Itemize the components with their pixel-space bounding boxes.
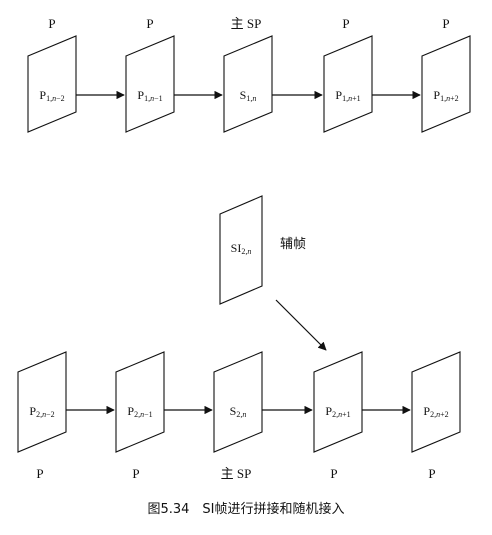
frame-label: P2,n−2 (29, 404, 54, 419)
frame-type-label: P (342, 16, 349, 31)
aux-frame-label: 辅帧 (280, 237, 306, 252)
frame-label: S1,n (240, 88, 257, 103)
frame-label: P1,n−2 (39, 88, 64, 103)
figure-caption: 图5.34 SI帧进行拼接和随机接入 (147, 501, 344, 517)
row-2: P2,n−2 P P2,n−1 P S2,n 主 SP P2,n+1 P P2,… (17, 351, 461, 481)
frame-type-label: 主 SP (221, 466, 252, 481)
frame-label: P1,n+1 (335, 88, 360, 103)
frame-parallelogram (421, 35, 471, 133)
frame-type-label: P (36, 466, 43, 481)
frame-type-label: P (146, 16, 153, 31)
frame-parallelogram (323, 35, 373, 133)
frame-parallelogram (219, 195, 263, 305)
frame-parallelogram (411, 351, 461, 453)
frame-parallelogram (213, 351, 263, 453)
frame-type-label: P (330, 466, 337, 481)
frame-parallelogram (223, 35, 273, 133)
frame-parallelogram (313, 351, 363, 453)
frame-label: SI2,n (231, 241, 252, 256)
frame-type-label: P (428, 466, 435, 481)
frame-label: P2,n+1 (325, 404, 350, 419)
frame-type-label: P (48, 16, 55, 31)
frame-parallelogram (27, 35, 77, 133)
frame-label: P2,n−1 (127, 404, 152, 419)
frame-parallelogram (17, 351, 67, 453)
frame-type-label: P (442, 16, 449, 31)
arrow (275, 299, 327, 351)
frame-parallelogram (125, 35, 175, 133)
frame-label: P2,n+2 (423, 404, 448, 419)
aux-si-frame: SI2,n 辅帧 (219, 195, 327, 351)
frame-type-label: P (132, 466, 139, 481)
frame-label: P1,n+2 (433, 88, 458, 103)
frame-label: S2,n (230, 404, 247, 419)
frame-label: P1,n−1 (137, 88, 162, 103)
row-1: P P1,n−2 P P1,n−1 主 SP S1,n P P1,n+1 P P… (27, 16, 471, 133)
frame-parallelogram (115, 351, 165, 453)
frame-type-label: 主 SP (231, 16, 262, 31)
